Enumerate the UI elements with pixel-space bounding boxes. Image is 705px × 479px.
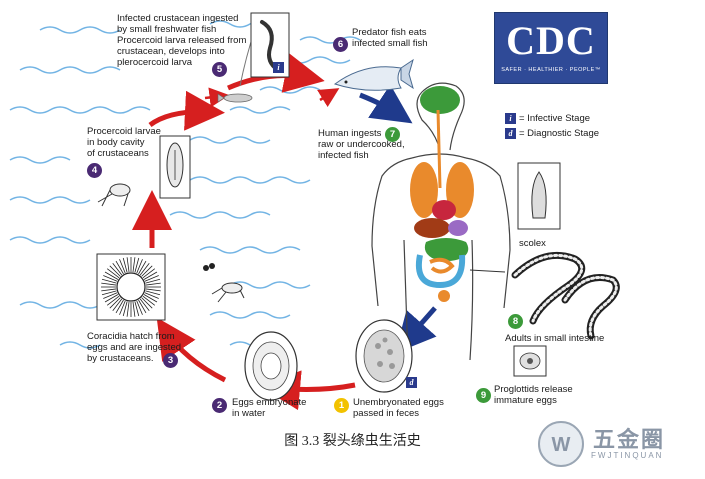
cilium [112, 262, 123, 276]
water-waves [9, 20, 361, 349]
stage-8-label: Adults in small intestine [505, 333, 605, 344]
cilium [141, 265, 153, 277]
cilium [142, 295, 156, 306]
cilium [134, 301, 140, 317]
cilium [141, 297, 153, 309]
cilium [145, 282, 161, 286]
host-arrows [359, 84, 437, 354]
copepod-icon [97, 183, 245, 303]
cilium [106, 295, 120, 306]
stage-5-badge: 5 [212, 62, 227, 77]
cilium [136, 300, 143, 315]
stage-2-badge: 2 [212, 398, 227, 413]
legend-infective-label: = Infective Stage [519, 113, 591, 124]
diagnostic-stage-marker: d [406, 377, 417, 388]
stage-3-label: Coracidia hatch from eggs and are ingest… [87, 331, 182, 364]
unembryonated-egg-icon [355, 319, 413, 393]
cilium [106, 268, 120, 279]
stage-8-badge: 8 [508, 314, 523, 329]
cdc-logo-text: CDC [506, 18, 596, 63]
cilium [126, 301, 130, 317]
stage-5-label: Infected crustacean ingested by small fr… [117, 13, 247, 68]
cilium [139, 262, 150, 276]
legend-diagnostic-label: = Diagnostic Stage [519, 128, 600, 139]
human-organs [410, 86, 506, 302]
cilium [103, 275, 118, 282]
cilium [145, 278, 161, 284]
cilium [109, 265, 121, 277]
figure-caption: 图 3.3 裂头绦虫生活史 [284, 434, 421, 449]
cilium [143, 271, 158, 280]
stage-3-badge: 3 [163, 353, 178, 368]
predator-fish-icon [333, 58, 414, 91]
cilium [109, 297, 121, 309]
proglottid-icon [513, 345, 547, 377]
stage-1-label: Unembryonated eggs passed in feces [353, 397, 444, 419]
cilium [145, 288, 161, 292]
stage-9-label: Proglottids release immature eggs [494, 384, 573, 406]
cilium [138, 299, 147, 314]
cilium [134, 257, 140, 273]
cilium [119, 259, 126, 274]
cilium [112, 298, 123, 312]
stage-6-badge: 6 [333, 37, 348, 52]
cdc-logo: CDC SAFER · HEALTHIER · PEOPLE™ [494, 12, 608, 84]
cilium [122, 301, 128, 317]
cilium [143, 294, 158, 303]
stage-4-label: Procercoid larvae in body cavity of crus… [87, 126, 161, 159]
stage-7-badge: 7 [385, 127, 400, 142]
cilium [101, 278, 117, 284]
cdc-tagline: SAFER · HEALTHIER · PEOPLE™ [501, 67, 601, 73]
cilium [139, 298, 150, 312]
cilium [144, 275, 159, 282]
cilium [104, 271, 119, 280]
procercoid-larva-icon [159, 135, 191, 199]
adult-worm-icon [511, 251, 620, 340]
cilium [132, 257, 136, 273]
cilium [101, 290, 117, 296]
coracidium-icon [96, 253, 215, 321]
cilium [119, 300, 126, 315]
cilium [142, 268, 156, 279]
cilium [122, 257, 128, 273]
cilium [126, 257, 130, 273]
cilium [138, 260, 147, 275]
scolex-label: scolex [519, 238, 546, 249]
stage-2-label: Eggs embryonate in water [232, 397, 307, 419]
stage-1-badge: 1 [334, 398, 349, 413]
cilium [103, 292, 118, 299]
infective-stage-symbol: i [505, 113, 516, 124]
cilium [101, 288, 117, 292]
cilium [115, 260, 124, 275]
stage-4-badge: 4 [87, 163, 102, 178]
watermark: W 五金圈 FWJTINQUAN [533, 418, 698, 470]
stage-7-label: Human ingests raw or undercooked, infect… [318, 128, 405, 161]
cilium [145, 290, 161, 296]
diagnostic-stage-symbol: d [505, 128, 516, 139]
cilium [136, 259, 143, 274]
infective-stage-marker: i [273, 62, 284, 73]
cilium [104, 294, 119, 303]
watermark-subtext: FWJTINQUAN [591, 451, 664, 460]
cilium [115, 299, 124, 314]
watermark-badge-text: W [552, 434, 571, 456]
cilium [101, 282, 117, 286]
watermark-text: 五金圈 [593, 427, 666, 452]
stage-6-label: Predator fish eats infected small fish [352, 27, 428, 49]
embryonated-egg-icon [244, 331, 298, 401]
cilium [144, 292, 159, 299]
watermark-logo-icon: W [538, 421, 584, 467]
stage-9-badge: 9 [476, 388, 491, 403]
scolex-icon [517, 162, 561, 230]
cilium [132, 301, 136, 317]
